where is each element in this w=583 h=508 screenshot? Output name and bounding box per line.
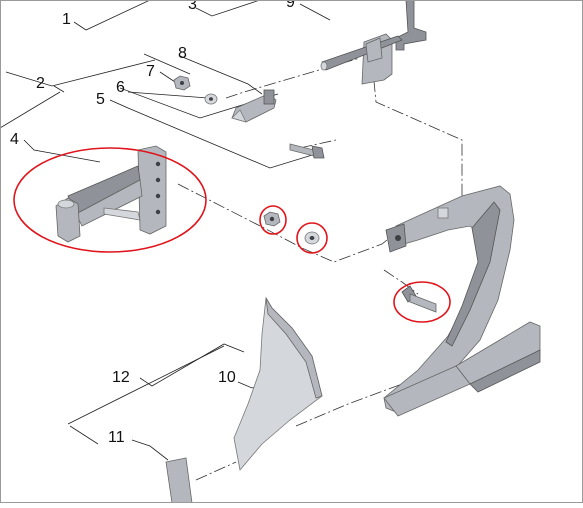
callout-7: 7 [146,63,155,80]
highlight-bolt [393,281,451,323]
callout-5: 5 [96,91,105,108]
highlight-marks [13,147,451,323]
highlighted-nut [263,211,281,227]
highlight-washer [296,222,328,254]
part-8-clevis [231,89,277,123]
callout-2: 2 [36,75,45,92]
leader-lines [0,0,331,461]
callout-4: 4 [10,131,19,148]
highlight-bracket [13,147,207,253]
callout-labels: 1 2 3 4 5 6 7 8 9 10 11 12 [10,0,295,446]
callout-9: 9 [286,0,295,11]
part-7-nut [173,75,191,91]
part-9-hitch-pin [320,0,427,85]
callout-8: 8 [178,45,187,62]
shank-tine [383,185,541,417]
part-4-mounting-bracket [55,145,167,243]
callout-11: 11 [108,429,125,446]
assembly-lines [177,57,463,481]
highlight-nut [259,205,287,235]
callout-6: 6 [116,79,125,96]
part-5-bolt [289,143,325,159]
callout-10: 10 [218,369,236,386]
highlighted-washer [304,231,320,245]
callout-1: 1 [62,11,71,28]
callout-3: 3 [188,0,197,13]
part-6-washer [204,93,218,105]
callout-12: 12 [112,369,130,386]
highlighted-bolt [401,285,437,313]
part-10-shovel [233,296,323,471]
part-11-edge-strip [165,457,193,504]
